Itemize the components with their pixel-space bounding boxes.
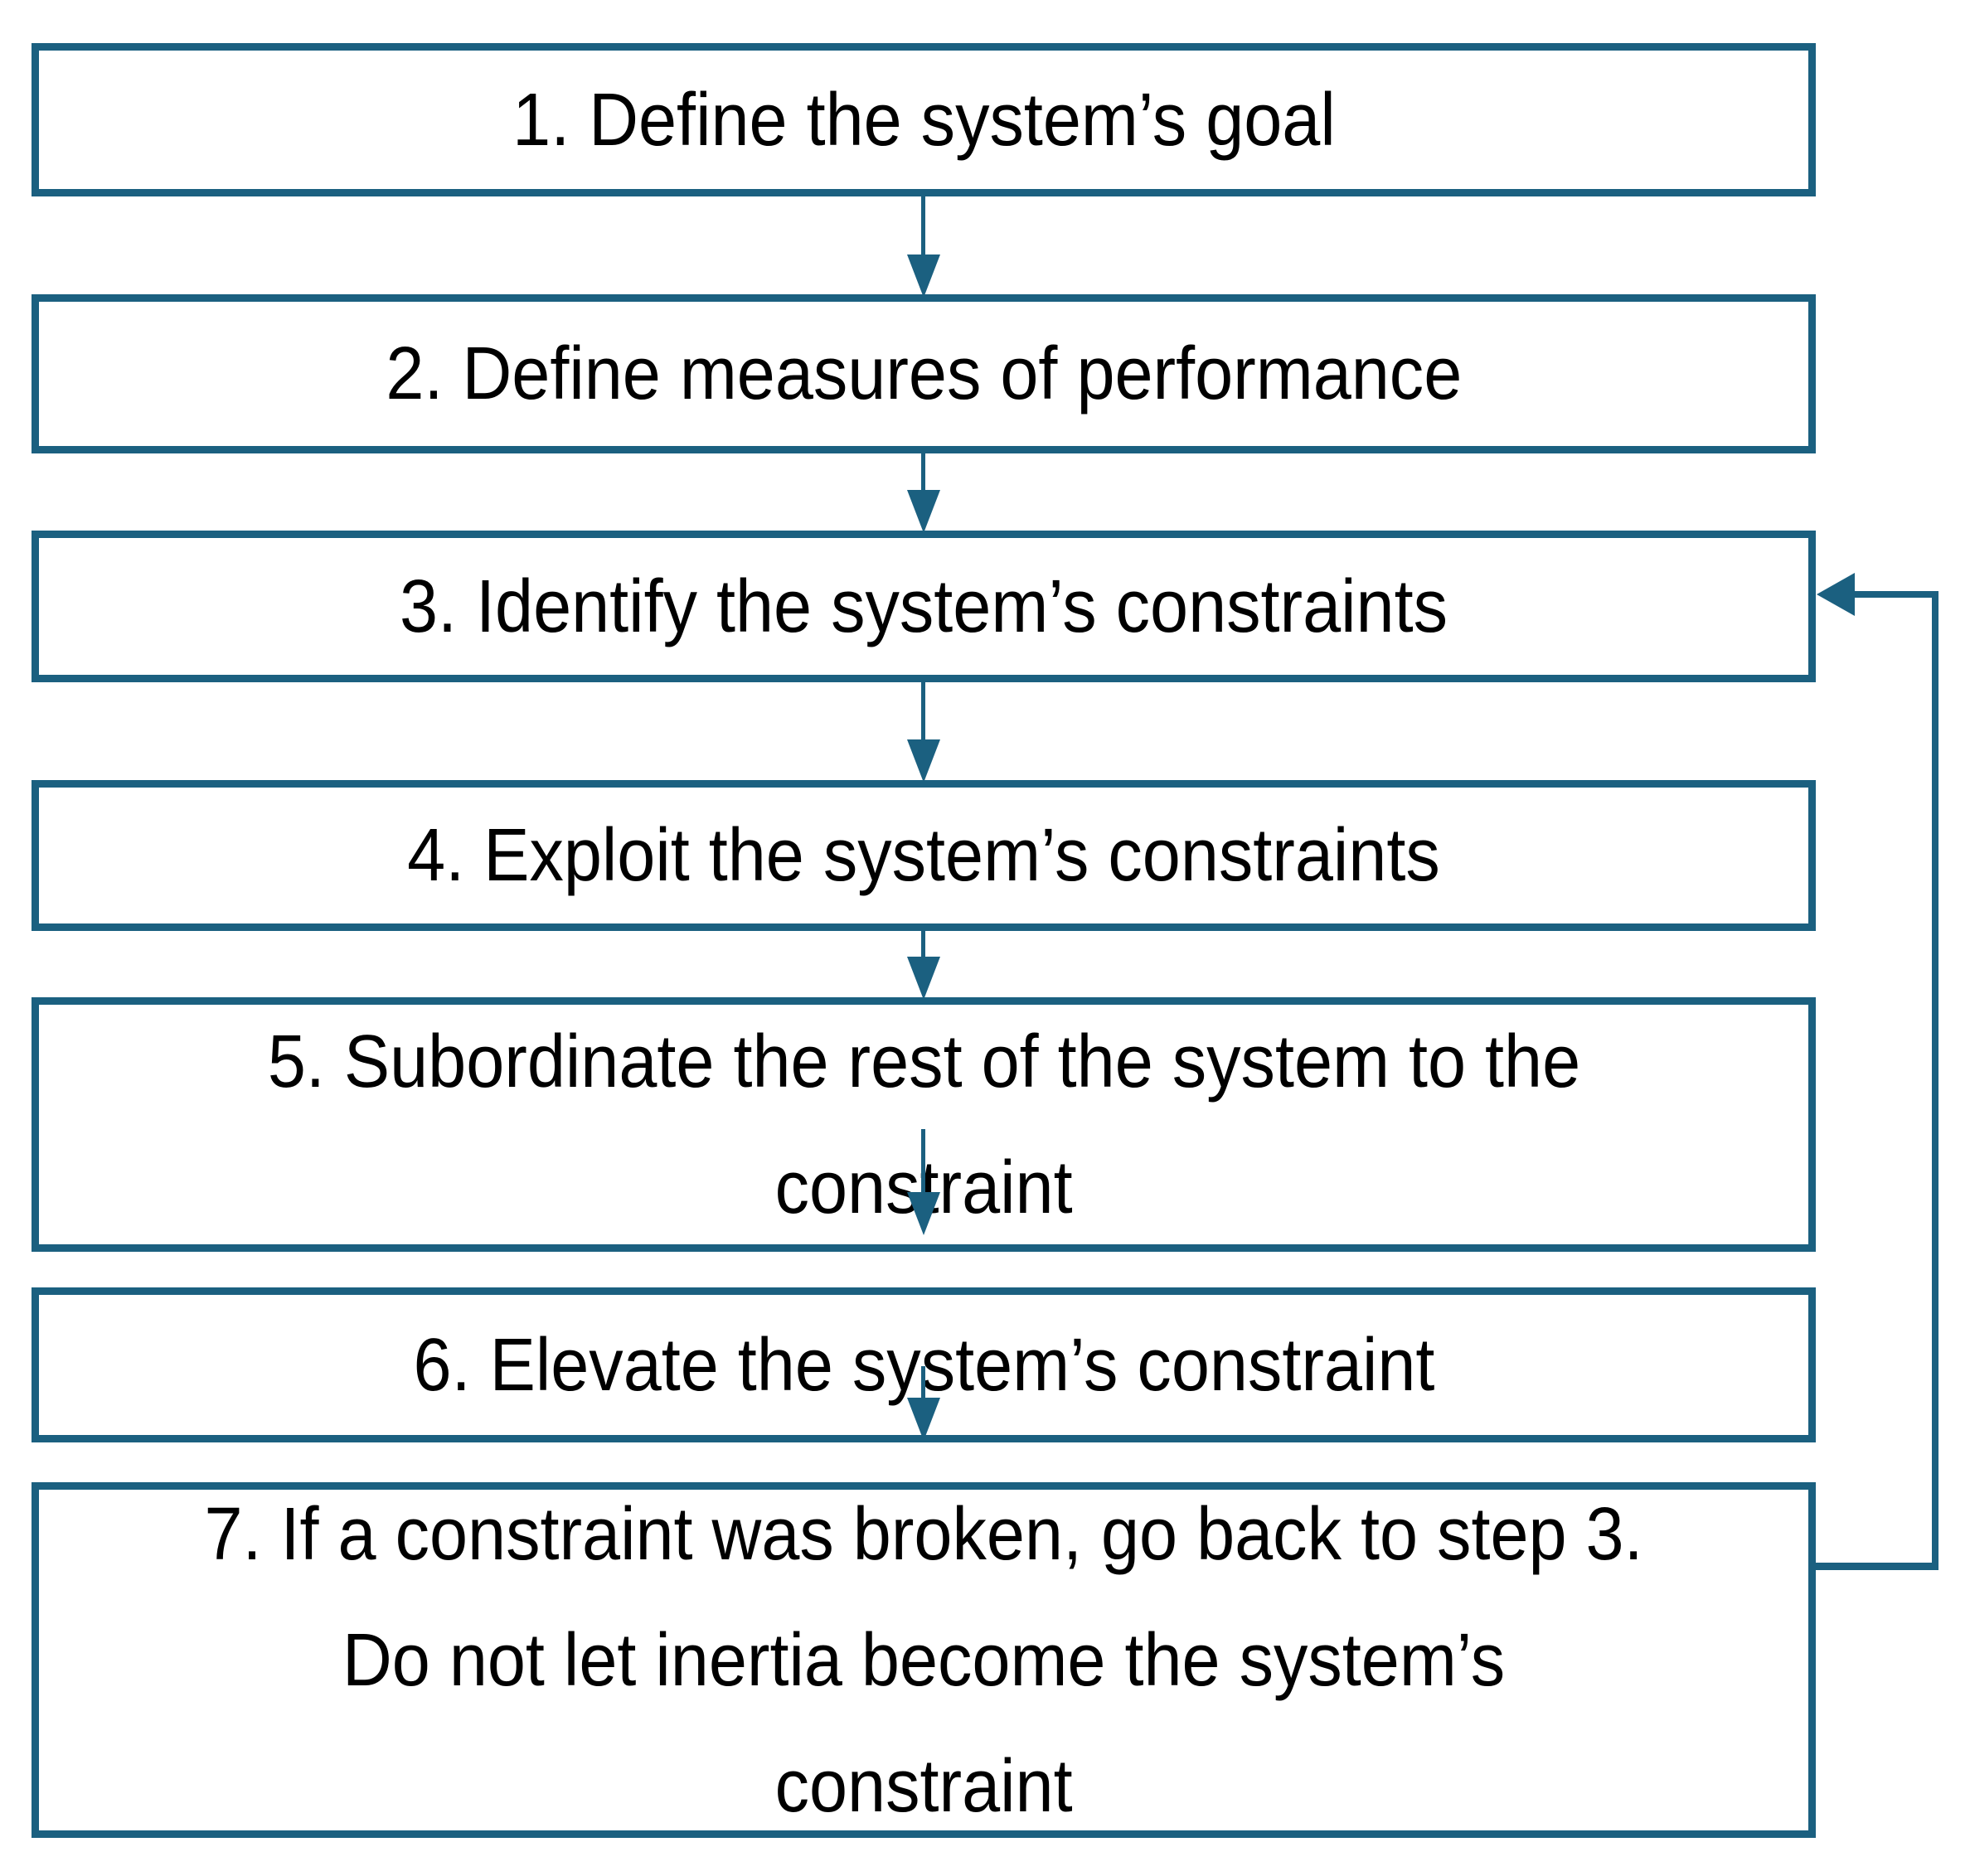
arrowhead-down-icon bbox=[907, 1398, 940, 1441]
box-text-line: 7. If a constraint was broken, go back t… bbox=[204, 1492, 1643, 1576]
arrowhead-down-icon bbox=[907, 1192, 940, 1235]
flow-box-step-2: 2. Define measures of performance bbox=[32, 294, 1816, 453]
box-text-line: 1. Define the system’s goal bbox=[512, 78, 1336, 162]
box-text-line: 3. Identify the system’s constraints bbox=[399, 565, 1448, 648]
arrow-shaft bbox=[921, 1129, 925, 1194]
arrow-shaft bbox=[921, 931, 925, 958]
feedback-vertical-segment bbox=[1932, 591, 1938, 1569]
box-text-line: Do not let inertia become the system’s bbox=[342, 1618, 1506, 1702]
arrow-shaft bbox=[921, 1366, 925, 1399]
arrow-shaft bbox=[921, 682, 925, 741]
box-text-line: constraint bbox=[774, 1744, 1073, 1828]
arrowhead-down-icon bbox=[907, 957, 940, 1000]
feedback-bottom-segment bbox=[1812, 1563, 1938, 1570]
arrowhead-down-icon bbox=[907, 490, 940, 533]
arrowhead-down-icon bbox=[907, 739, 940, 783]
box-text-line: 5. Subordinate the rest of the system to… bbox=[267, 1020, 1580, 1103]
flow-box-step-4: 4. Exploit the system’s constraints bbox=[32, 780, 1816, 931]
arrowhead-left-icon bbox=[1817, 573, 1855, 616]
flow-box-step-3: 3. Identify the system’s constraints bbox=[32, 531, 1816, 682]
arrow-shaft bbox=[921, 196, 925, 256]
box-text-line: 4. Exploit the system’s constraints bbox=[407, 814, 1440, 897]
flow-box-step-1: 1. Define the system’s goal bbox=[32, 43, 1816, 196]
box-text-line: 2. Define measures of performance bbox=[386, 332, 1462, 415]
feedback-top-segment bbox=[1852, 591, 1938, 598]
arrowhead-down-icon bbox=[907, 254, 940, 298]
flow-box-step-7: 7. If a constraint was broken, go back t… bbox=[32, 1482, 1816, 1838]
arrow-shaft bbox=[921, 453, 925, 492]
